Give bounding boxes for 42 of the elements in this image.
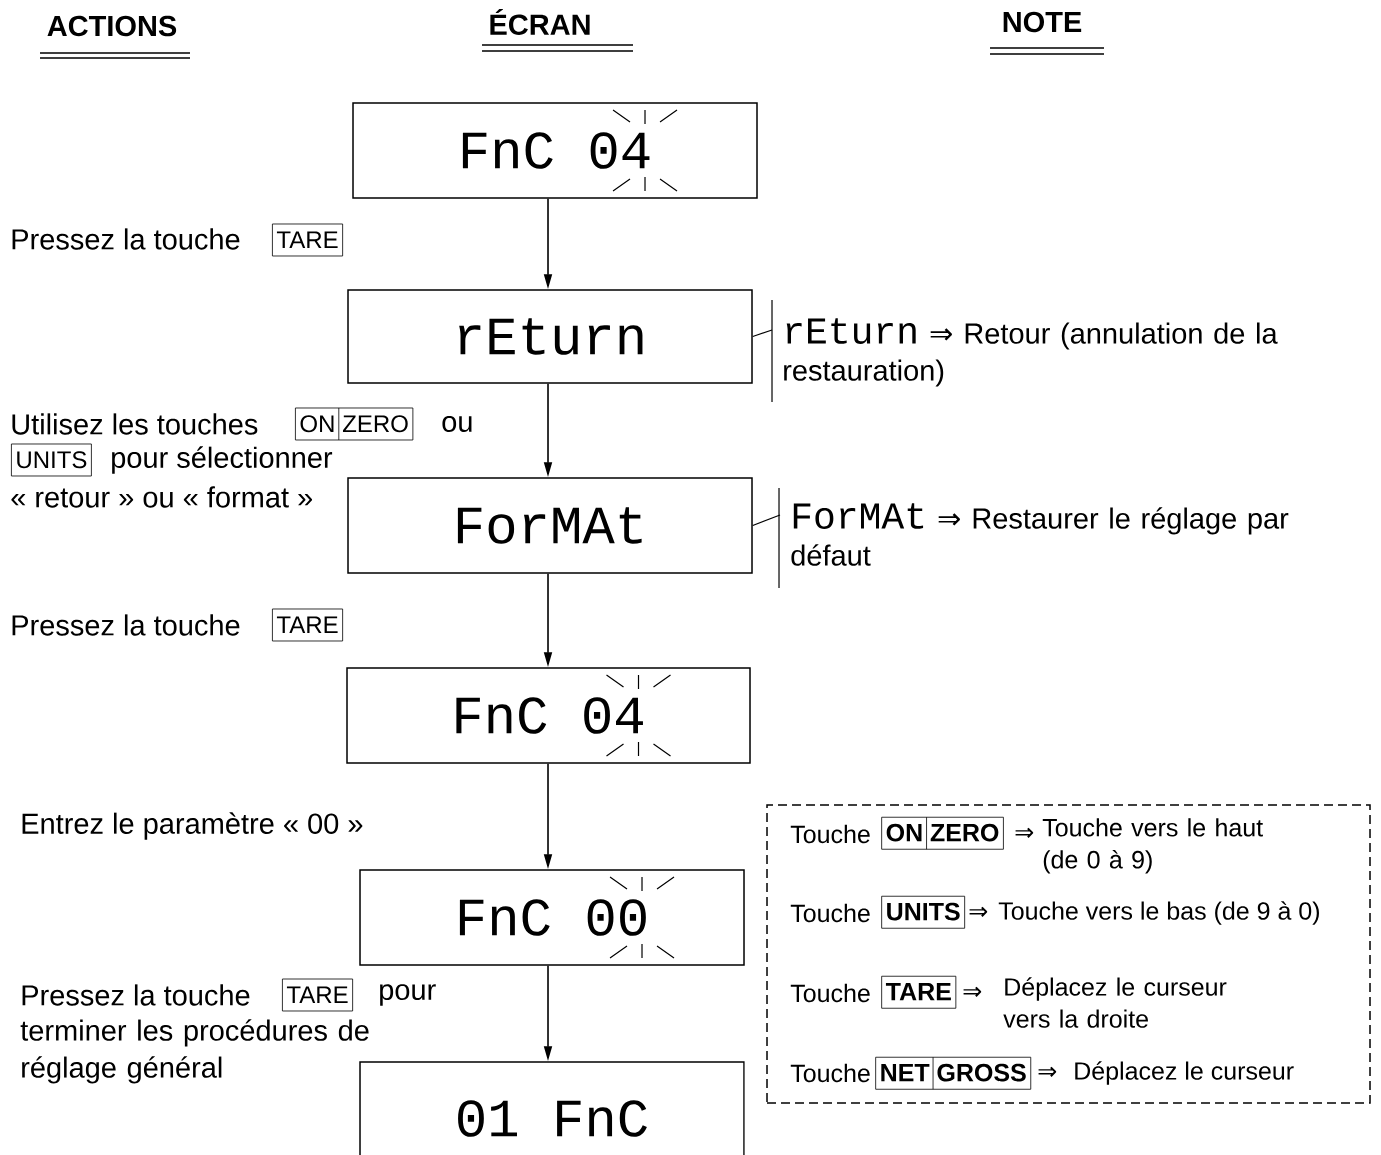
display-box: FnC 00 <box>359 869 745 966</box>
instruction-text: ou <box>442 416 472 432</box>
key-box: TARE <box>272 608 344 642</box>
key-description: Touche vers le bas (de 9 à 0) <box>998 901 1319 925</box>
key-description: Touche vers le haut (de 0 à 9) <box>1042 818 1263 874</box>
dashed-panel <box>766 804 1371 1104</box>
note-text: ForMAt ⇒ Restaurer le réglage par défaut <box>791 503 1289 566</box>
instruction-text: pour <box>380 984 436 1006</box>
key-description: Touche <box>790 983 870 1003</box>
key-box: ON ZERO <box>295 407 414 441</box>
key-description: Déplacez le curseur <box>1075 1061 1294 1085</box>
instruction-text: Pressez la touche <box>22 984 250 1006</box>
key-description: Touche <box>790 903 870 923</box>
key-description: Touche <box>790 1063 870 1083</box>
key-description: Touche <box>790 824 870 844</box>
column-heading: NOTE <box>1003 11 1082 33</box>
key-box: ON ZERO <box>881 816 1004 850</box>
instruction-text: Utilisez les touches <box>12 413 258 435</box>
note-text: rEturn ⇒ Retour (annulation de la restauration) <box>784 318 1278 387</box>
column-heading: ACTIONS <box>47 15 177 37</box>
display-box: rEturn <box>347 289 753 384</box>
column-heading: ÉCRAN <box>490 9 590 35</box>
instruction-text: Pressez la touche <box>12 228 240 250</box>
key-box: NET GROSS <box>875 1056 1032 1090</box>
leader-line <box>752 329 773 338</box>
instruction-text: pour sélectionner <box>112 446 333 474</box>
key-box: TARE <box>282 978 354 1012</box>
key-box: UNITS <box>11 443 92 477</box>
display-box: 01 FnC <box>359 1061 745 1155</box>
instruction-text: « retour » ou « format » <box>11 486 312 508</box>
display-box: FnC 04 <box>346 667 751 764</box>
instruction-text: Pressez la touche <box>12 614 240 636</box>
key-description: Déplacez le curseur vers la droite <box>1003 977 1227 1028</box>
instruction-text: Entrez le paramètre « 00 » <box>22 812 363 840</box>
implies-sign: ⇒ <box>969 906 988 917</box>
key-box: TARE <box>881 975 957 1009</box>
key-box: UNITS <box>881 895 966 929</box>
display-box: ForMAt <box>347 477 753 574</box>
leader-line <box>752 514 781 527</box>
key-box: TARE <box>272 223 344 257</box>
display-box: FnC 04 <box>352 102 758 199</box>
implies-sign: ⇒ <box>963 986 982 997</box>
